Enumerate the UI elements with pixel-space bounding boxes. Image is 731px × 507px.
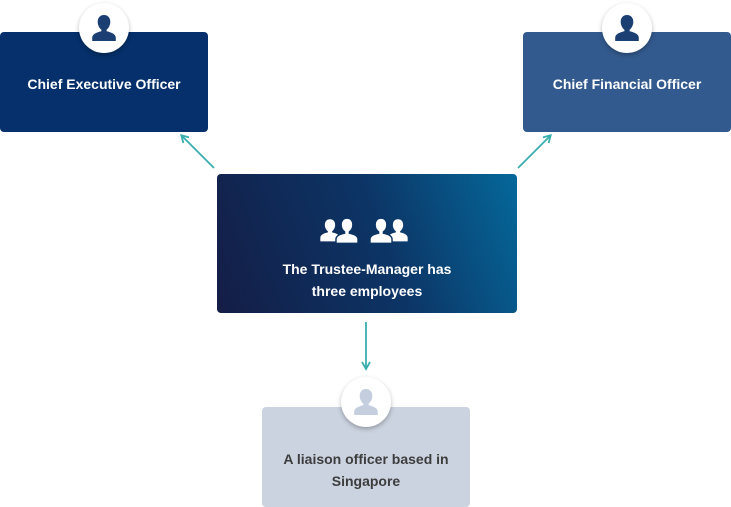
cfo-label: Chief Financial Officer [552, 76, 702, 92]
liaison-label: A liaison officer based in Singapore [283, 451, 449, 489]
arrow-to-ceo [180, 134, 215, 169]
person-icon [354, 389, 378, 415]
arrow-to-cfo [517, 134, 552, 169]
trustee-manager-box: The Trustee-Manager has three employees [217, 174, 517, 313]
person-icon [615, 15, 639, 41]
cfo-avatar [602, 3, 652, 53]
group-icon [320, 217, 408, 244]
person-icon [92, 15, 116, 41]
liaison-avatar [341, 377, 391, 427]
ceo-label: Chief Executive Officer [27, 76, 181, 92]
trustee-manager-label: The Trustee-Manager has three employees [282, 261, 452, 299]
ceo-avatar [79, 3, 129, 53]
